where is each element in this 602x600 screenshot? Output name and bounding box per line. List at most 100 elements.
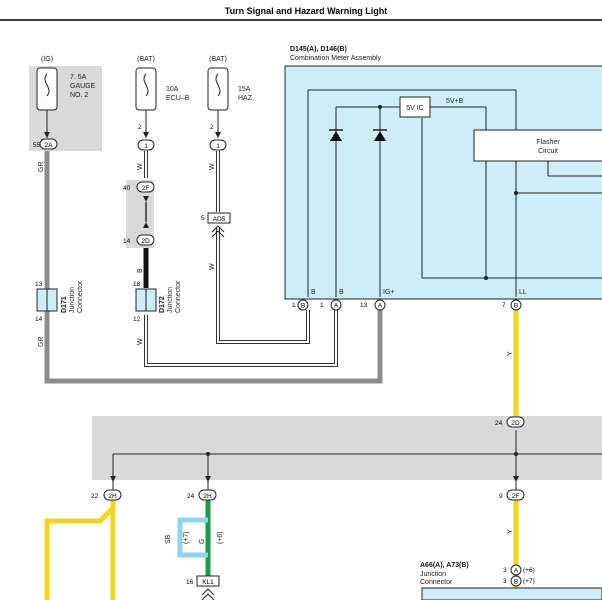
wire-color-label: W <box>209 163 216 170</box>
chevron-up-icon <box>201 588 215 600</box>
connector-9-2F: 9 2F <box>499 489 525 501</box>
junction-name: Connector <box>175 280 182 313</box>
ic-5v-box <box>399 96 431 118</box>
pin-number: 2 <box>210 124 214 131</box>
fuse-rating: 15A <box>238 86 251 93</box>
junction-id: D172 <box>159 296 166 313</box>
fuse-icon <box>44 73 50 97</box>
fuse-name: ECU–B <box>166 95 190 102</box>
wire-w-ecub <box>144 151 338 367</box>
diode-icon <box>373 129 387 141</box>
flasher-circuit-box <box>473 129 602 162</box>
junction-block-panel <box>92 416 602 480</box>
wire-color-label: Y <box>507 351 514 356</box>
connector-arrows-icon <box>143 196 149 228</box>
connector-3A: 3 A (+6) <box>503 564 535 576</box>
svg-text:1: 1 <box>144 143 148 150</box>
wire-color-label: (+7) <box>183 531 190 544</box>
connector-1-haz: 1 <box>209 139 227 151</box>
fuse-icon <box>143 73 149 97</box>
wire-color-label: B <box>137 268 144 273</box>
terminal-name: LL <box>519 289 527 296</box>
svg-text:A: A <box>514 568 519 575</box>
fuse-supply-label: (BAT) <box>209 56 227 63</box>
wire-gr <box>44 151 383 384</box>
connector-1-ecub: 1 <box>137 139 155 151</box>
svg-text:(+6): (+6) <box>523 567 535 574</box>
wire-color-label: W <box>209 263 216 270</box>
svg-text:16: 16 <box>186 579 194 586</box>
svg-text:55: 55 <box>33 142 41 149</box>
diode-icon <box>329 129 343 141</box>
svg-text:A: A <box>378 303 383 310</box>
svg-text:2F: 2F <box>142 185 150 192</box>
svg-text:1: 1 <box>320 302 324 309</box>
fuse-icon <box>215 73 221 97</box>
flasher-label-line2: Circuit <box>538 148 558 155</box>
svg-text:3: 3 <box>503 567 507 574</box>
svg-text:13: 13 <box>35 281 43 288</box>
meter-internal-wiring <box>307 89 602 297</box>
meter-terminal-7B: 7 B <box>502 299 522 311</box>
svg-text:1: 1 <box>216 143 220 150</box>
meter-junction-dots <box>378 105 518 280</box>
pin-number: 2 <box>138 124 142 131</box>
wire-y-left <box>44 500 116 600</box>
diagram-title: Turn Signal and Hazard Warning Light <box>225 6 388 16</box>
svg-text:14: 14 <box>123 238 131 245</box>
svg-text:2F: 2F <box>512 493 520 500</box>
fuse-supply-label: (BAT) <box>137 56 155 63</box>
meter-terminal-1B: 1 B <box>292 299 309 311</box>
svg-text:22: 22 <box>91 493 99 500</box>
junction-name: Connector <box>420 579 453 586</box>
svg-text:14: 14 <box>35 316 43 323</box>
meter-terminal-13A: 13 A <box>360 299 386 311</box>
wire-w-haz <box>216 151 310 344</box>
ic-5v-label: 5V IC <box>406 105 424 112</box>
svg-text:B: B <box>514 579 518 586</box>
svg-text:1: 1 <box>292 302 296 309</box>
junction-D171: 13 14 D171 Junction Connector <box>35 280 84 323</box>
fuse-name: GAUGE <box>70 83 96 90</box>
svg-text:2H: 2H <box>108 493 117 500</box>
svg-text:18: 18 <box>133 281 141 288</box>
wire-color-label: GR <box>38 337 45 348</box>
wire-color-label: G <box>199 539 206 544</box>
junction-a66-box <box>421 587 602 600</box>
svg-text:2D: 2D <box>511 420 520 427</box>
svg-text:2A: 2A <box>45 142 54 149</box>
junction-id: D171 <box>61 296 68 313</box>
connector-24-2D: 24 2D <box>495 416 525 428</box>
flasher-label-line1: Flasher <box>536 139 560 146</box>
svg-text:2D: 2D <box>141 238 150 245</box>
fuse-gauge: (IG) 7. 5A GAUGE NO. 2 <box>36 56 96 138</box>
svg-text:24: 24 <box>495 420 503 427</box>
meter-name-label: Combination Meter Assembly <box>290 55 382 62</box>
wire-color-label: W <box>137 338 144 345</box>
junction-name: Junction <box>167 287 174 313</box>
svg-text:A: A <box>334 303 339 310</box>
fuse-ecub: (BAT) 10A ECU–B <box>135 56 190 138</box>
terminal-name: B <box>339 289 344 296</box>
connector-2D-upper: 14 2D <box>123 234 155 246</box>
fuse-supply-label: (IG) <box>41 56 53 63</box>
wire-sb <box>177 517 208 558</box>
wire-color-label: (+6) <box>217 531 224 544</box>
arrow-down-icon <box>44 132 221 138</box>
fuse-haz: (BAT) 15A HAZ <box>207 56 253 138</box>
connector-24-2H: 24 2H <box>187 489 217 501</box>
combination-meter-box <box>284 65 602 300</box>
svg-text:24: 24 <box>187 493 195 500</box>
svg-text:12: 12 <box>133 316 141 323</box>
junction-block-dots <box>206 452 518 456</box>
svg-text:KL1: KL1 <box>202 579 214 586</box>
junction-A66: A66(A), A73(B) Junction Connector <box>420 562 469 586</box>
svg-text:5: 5 <box>201 215 205 222</box>
meter-id-label: D145(A), D146(B) <box>290 46 347 53</box>
svg-text:3: 3 <box>503 578 507 585</box>
wire-color-label: SB <box>165 534 172 544</box>
fuse-rating: 10A <box>166 86 179 93</box>
connector-2F-upper: 40 2F <box>123 181 155 193</box>
junction-D172: 18 12 D172 Junction Connector <box>133 280 182 323</box>
